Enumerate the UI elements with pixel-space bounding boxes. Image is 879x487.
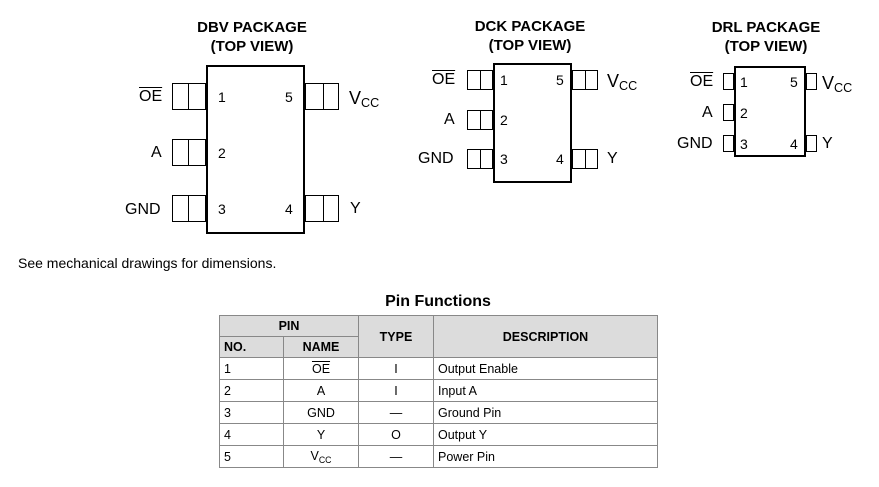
dbv-pin1-label: OE <box>139 88 163 105</box>
drl-pin3-number: 3 <box>740 136 748 152</box>
table-row: 5 VCC — Power Pin <box>219 445 658 468</box>
drl-pin3-label: GND <box>677 135 713 152</box>
dck-pin2-label: A <box>444 111 455 128</box>
dck-pin3-number: 3 <box>500 151 508 167</box>
drl-ic-body <box>734 66 806 157</box>
drl-pin2-pad <box>723 104 734 121</box>
table-row: 1 OE I Output Enable <box>219 357 658 380</box>
dck-pin4-label: Y <box>607 150 618 167</box>
dbv-pin3-number: 3 <box>218 201 226 217</box>
dck-pin3-label: GND <box>418 150 454 167</box>
dbv-pin5-pad <box>305 83 339 110</box>
header-pin: PIN <box>219 315 359 337</box>
drl-pin5-label: VCC <box>822 73 853 95</box>
dck-pin4-number: 4 <box>556 151 564 167</box>
dck-pin1-pad <box>467 70 493 90</box>
drl-pin2-number: 2 <box>740 105 748 121</box>
dbv-pin4-label: Y <box>350 200 361 217</box>
drl-package-title: DRL PACKAGE (TOP VIEW) <box>711 19 821 55</box>
dimensions-note: See mechanical drawings for dimensions. <box>18 255 277 271</box>
drl-pin1-label: OE <box>690 73 714 90</box>
dck-ic-body <box>493 63 572 183</box>
table-row: 2 A I Input A <box>219 379 658 402</box>
header-description: DESCRIPTION <box>433 315 658 358</box>
dbv-pin2-label: A <box>151 144 162 161</box>
table-row: 4 Y O Output Y <box>219 423 658 446</box>
drl-pin5-pad <box>806 73 817 90</box>
dbv-pin3-label: GND <box>125 201 161 218</box>
header-type: TYPE <box>358 315 434 358</box>
drl-pin2-label: A <box>702 104 713 121</box>
dck-pin5-number: 5 <box>556 72 564 88</box>
drl-pin1-pad <box>723 73 734 90</box>
drl-pin5-number: 5 <box>790 74 798 90</box>
dck-pin2-pad <box>467 110 493 130</box>
dbv-pin3-pad <box>172 195 206 222</box>
header-name: NAME <box>283 336 359 358</box>
drl-pin1-number: 1 <box>740 74 748 90</box>
dck-pin4-pad <box>572 149 598 169</box>
dbv-pin1-pad <box>172 83 206 110</box>
dbv-pin5-label: VCC <box>349 88 380 110</box>
dck-pin3-pad <box>467 149 493 169</box>
drl-pin4-label: Y <box>822 135 833 152</box>
dck-pin1-label: OE <box>432 71 456 88</box>
dck-pin1-number: 1 <box>500 72 508 88</box>
drl-pin4-number: 4 <box>790 136 798 152</box>
dbv-pin2-number: 2 <box>218 145 226 161</box>
dck-pin5-pad <box>572 70 598 90</box>
dck-pin5-label: VCC <box>607 71 638 93</box>
pin-functions-table: PIN TYPE DESCRIPTION NO. NAME 1 OE I Out… <box>219 315 658 468</box>
pin-functions-title: Pin Functions <box>385 293 491 310</box>
dbv-pin4-pad <box>305 195 339 222</box>
dck-pin2-number: 2 <box>500 112 508 128</box>
dbv-pin4-number: 4 <box>285 201 293 217</box>
drl-pin3-pad <box>723 135 734 152</box>
dbv-pin1-number: 1 <box>218 89 226 105</box>
dbv-pin2-pad <box>172 139 206 166</box>
dbv-ic-body <box>206 65 305 234</box>
dck-package-title: DCK PACKAGE (TOP VIEW) <box>474 18 586 54</box>
header-no: NO. <box>219 336 284 358</box>
drl-pin4-pad <box>806 135 817 152</box>
dbv-pin5-number: 5 <box>285 89 293 105</box>
dbv-package-title: DBV PACKAGE (TOP VIEW) <box>197 19 307 55</box>
table-row: 3 GND — Ground Pin <box>219 401 658 424</box>
